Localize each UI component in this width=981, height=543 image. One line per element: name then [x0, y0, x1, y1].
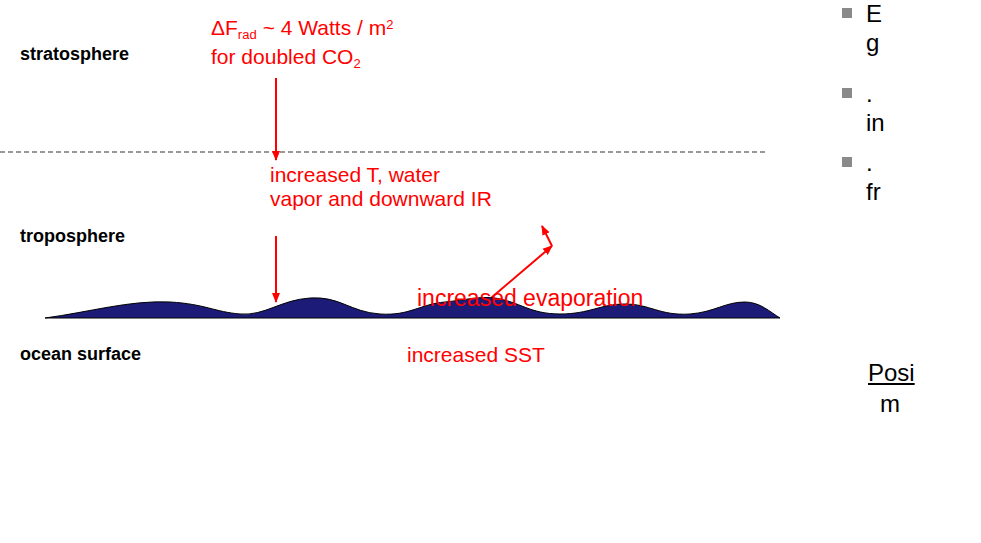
forcing-text: 2 — [353, 56, 360, 71]
bullet-text: E — [866, 0, 882, 27]
bullet — [842, 157, 852, 167]
heading-text: Posi — [868, 359, 915, 386]
text-line: increased SST — [407, 343, 545, 367]
forcing-text: ~ 4 Watts / m — [263, 16, 387, 39]
layer-label: stratosphere — [20, 44, 129, 64]
text-line: E — [866, 0, 882, 28]
effect-text: increased SST — [407, 343, 545, 366]
text-line: m — [880, 390, 900, 418]
text-line: Posi — [868, 359, 915, 387]
forcing-text: rad — [238, 27, 257, 42]
bullet — [842, 88, 852, 98]
bullet-text: fr — [866, 178, 881, 205]
text-line: ocean surface — [20, 344, 141, 365]
effect-text: increased evaporation — [417, 285, 643, 311]
vapor-arrow — [542, 226, 552, 246]
bullet — [842, 8, 852, 18]
layer-label: ocean surface — [20, 344, 141, 364]
text-line: increased T, water vapor and downward IR — [270, 163, 494, 211]
forcing-text: 2 — [386, 17, 393, 32]
text-line: fr — [866, 178, 881, 206]
bullet-text: in — [866, 109, 885, 136]
tropopause-line — [0, 152, 765, 153]
downward-ir-arrow — [275, 236, 277, 302]
text-line: g — [866, 29, 879, 57]
text-line: increased evaporation — [417, 285, 643, 311]
ocean-wave — [45, 297, 780, 318]
text-line: for doubled CO2 — [211, 45, 361, 69]
text-line: . — [866, 80, 873, 108]
bullet-text: g — [866, 29, 879, 56]
text-line: troposphere — [20, 226, 125, 247]
effect-text: increased T, water vapor and downward IR — [270, 163, 492, 210]
forcing-arrow — [275, 78, 277, 160]
text-line: stratosphere — [20, 44, 129, 65]
layer-label: troposphere — [20, 226, 125, 246]
forcing-text: ΔF — [211, 16, 238, 39]
forcing-text: for doubled CO — [211, 45, 353, 68]
bullet-text: . — [866, 80, 873, 107]
text-line: in — [866, 109, 885, 137]
text-line: ΔFrad ~ 4 Watts / m2 — [211, 16, 393, 40]
text-line: . — [866, 149, 873, 177]
body-text: m — [880, 390, 900, 417]
bullet-text: . — [866, 149, 873, 176]
